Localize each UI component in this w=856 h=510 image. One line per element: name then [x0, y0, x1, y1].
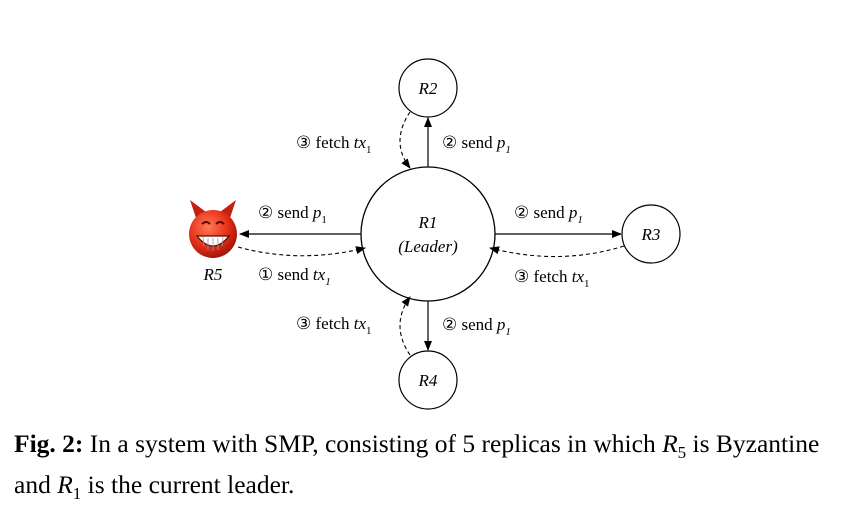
caption-label: Fig. 2: — [14, 429, 84, 458]
edge-label-r1-r4: ② send p1 — [442, 315, 511, 338]
arrow-r5-r1 — [237, 246, 366, 257]
caption-r5-var: R — [662, 429, 678, 458]
caption-text-1: In a system with SMP, consisting of 5 re… — [83, 429, 663, 458]
arrow-r3-r1 — [489, 245, 625, 258]
node-r1-label: R1 — [418, 213, 438, 232]
node-r3-label: R3 — [641, 225, 661, 244]
arrow-r4-r1 — [399, 296, 411, 356]
edge-label-r1-r3: ② send p1 — [514, 203, 583, 226]
node-r5-label: R5 — [203, 265, 223, 284]
node-r2-label: R2 — [418, 79, 438, 98]
edge-label-r4-r1: ③ fetch tx1 — [296, 314, 372, 337]
node-r4 — [398, 350, 458, 410]
caption-r5-sub: 5 — [677, 443, 687, 463]
caption-r1-sub: 1 — [72, 484, 82, 504]
caption-text-3: is the current leader. — [81, 470, 295, 500]
edge-label-r1-r2: ② send p1 — [442, 133, 511, 156]
edge-label-r3-r1: ③ fetch tx1 — [514, 267, 590, 290]
edge-label-r2-r1: ③ fetch tx1 — [296, 133, 372, 156]
node-r4-label: R4 — [418, 371, 438, 390]
edge-label-r5-r1: ① send tx1 — [258, 265, 331, 288]
node-r1-role: (Leader) — [398, 237, 458, 256]
node-r3 — [621, 204, 681, 264]
caption-text-2: is Byzantine and — [14, 429, 820, 500]
figure-caption: Fig. 2: In a system with SMP, consisting… — [14, 428, 854, 510]
smp-diagram: R1 (Leader) R2 R3 R4 R5 ② send p1 — [189, 58, 681, 410]
edge-label-r1-r5: ② send p1 — [258, 203, 327, 226]
caption-r1-var: R — [57, 470, 73, 500]
arrow-r2-r1 — [399, 111, 411, 169]
node-r1 — [360, 166, 496, 302]
devil-face-icon — [189, 200, 237, 258]
